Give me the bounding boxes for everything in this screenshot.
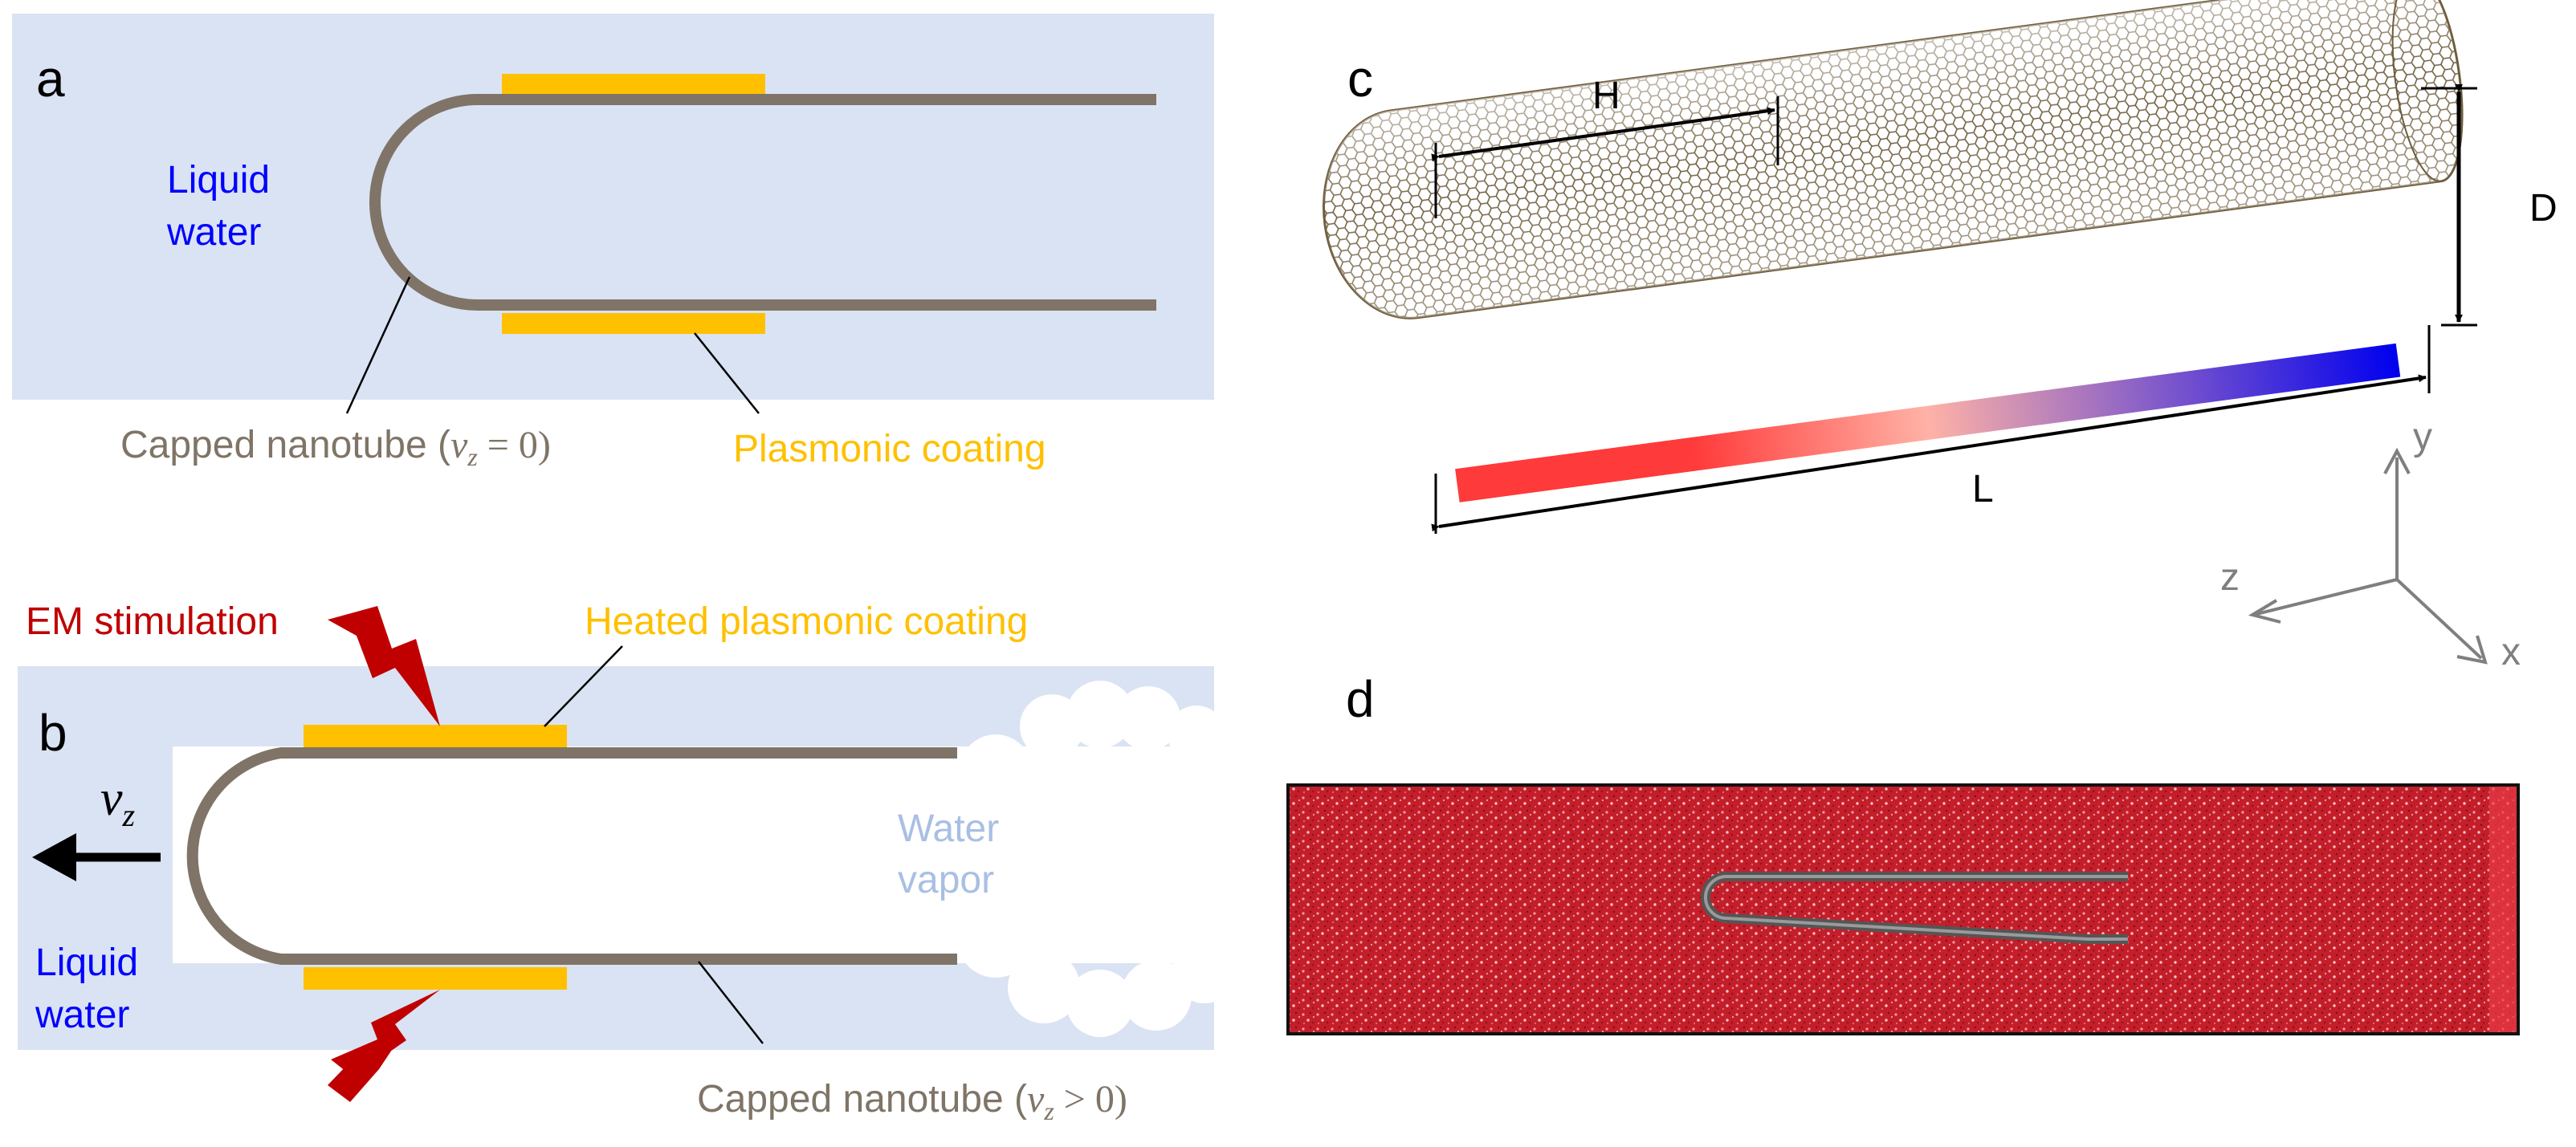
- panel-c-letter: c: [1347, 50, 1373, 108]
- lightning-bolt-top-icon: [328, 606, 440, 726]
- em-stimulation-label: EM stimulation: [26, 600, 279, 643]
- panel-b: b vz EM stimulation Heated plasmonic coa…: [18, 600, 1237, 1125]
- panel-a-water-background: [12, 14, 1214, 400]
- heated-coating-leader: [544, 645, 623, 727]
- nanotube-in-water-outline: [1704, 875, 2128, 941]
- water-vapor-label: Water vapor: [898, 807, 1010, 901]
- lightning-bolt-bottom-tail: [328, 1035, 401, 1102]
- dim-L-label: L: [1972, 468, 1994, 510]
- velocity-arrowhead: [32, 833, 76, 881]
- dim-H-arrow: [1431, 107, 1775, 162]
- panel-b-coating-top: [304, 725, 567, 747]
- panel-a-letter: a: [36, 50, 65, 108]
- panel-a-liquid-water-label: Liquid water: [166, 159, 280, 254]
- panel-b-letter: b: [39, 704, 67, 762]
- dim-L-arrow: [1431, 374, 2427, 532]
- panel-b-liquid-water-label: Liquid water: [35, 942, 149, 1036]
- panel-a-tube-leader: [345, 276, 411, 414]
- dim-D-label: D: [2529, 187, 2558, 230]
- panel-a-tube-label: Capped nanotube (vz = 0): [120, 424, 551, 471]
- carbon-nanotube-icon: [1323, 0, 2464, 319]
- panel-b-capped-nanotube: [186, 747, 957, 965]
- panel-a-coating-bottom: [502, 313, 765, 334]
- water-box-icon: [1286, 783, 2520, 1035]
- panel-b-tube-label: Capped nanotube (vz > 0): [697, 1078, 1127, 1125]
- water-box-edge-shade: [2489, 787, 2517, 1032]
- panel-c: c H D L y: [1323, 0, 2558, 673]
- panel-d-letter: d: [1346, 670, 1375, 728]
- panel-b-tube-leader: [698, 961, 764, 1044]
- panel-b-tube-interior: [192, 753, 956, 959]
- axis-x-label: x: [2501, 631, 2521, 673]
- axis-y-label: y: [2413, 416, 2432, 458]
- dim-H-label: H: [1592, 75, 1620, 117]
- temperature-gradient-bar: [1455, 343, 2401, 502]
- velocity-label: vz: [100, 771, 136, 833]
- panel-a-capped-nanotube: [369, 94, 1156, 311]
- panel-b-coating-bottom: [304, 967, 567, 990]
- axes-triad-icon: [2248, 447, 2488, 665]
- panel-a-coating-label: Plasmonic coating: [733, 428, 1046, 470]
- heated-coating-label: Heated plasmonic coating: [585, 600, 1028, 643]
- panel-d: d: [1286, 670, 2520, 1035]
- axis-z-label: z: [2220, 556, 2240, 599]
- panel-a: a Liquid water Capped nanotube (vz = 0) …: [12, 14, 1214, 471]
- panel-a-coating-top: [502, 74, 765, 95]
- panel-a-coating-leader: [694, 332, 760, 414]
